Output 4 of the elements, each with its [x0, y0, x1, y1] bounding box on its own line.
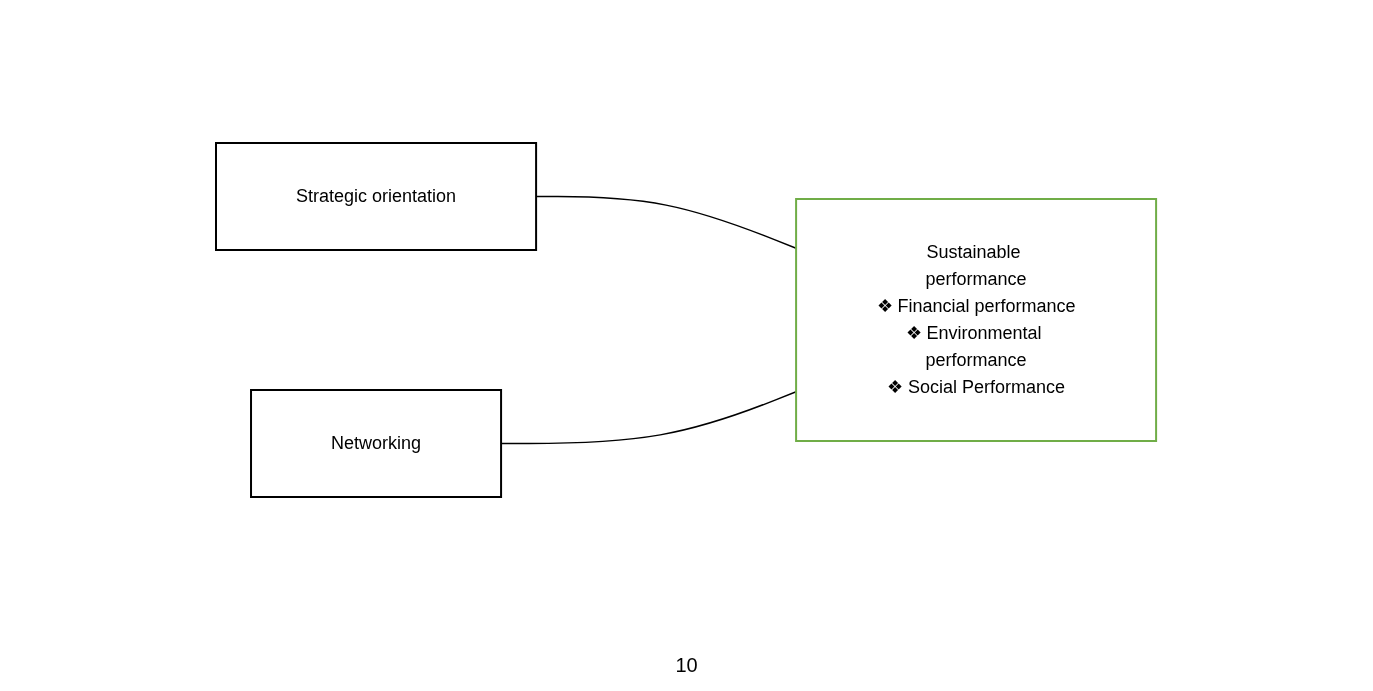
page-number: 10 [675, 654, 698, 676]
node-box: Strategic orientation [215, 142, 538, 251]
node-box: Networking [250, 389, 503, 498]
node-box: Sustainable performance ❖ Financial performance ❖ Environmental performance ❖ Social Performance [795, 198, 1158, 442]
